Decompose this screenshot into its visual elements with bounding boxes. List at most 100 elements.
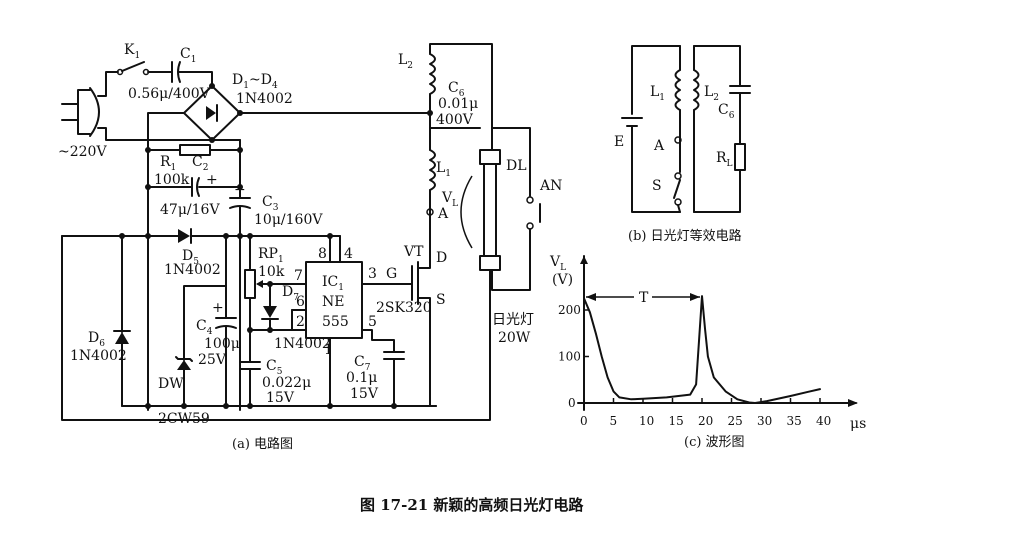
l2-inductor xyxy=(429,53,436,95)
lamp-label1: 日光灯 xyxy=(492,312,534,328)
wire-c4-dw xyxy=(183,235,227,361)
dl-label: DL xyxy=(506,158,527,174)
node-r1-right xyxy=(237,147,243,153)
eq-s-contact-top xyxy=(674,172,682,180)
mains-label: ~220V xyxy=(58,144,107,160)
dc-negative-rail xyxy=(147,112,185,411)
mosfet-drain xyxy=(417,227,431,269)
an-contact-top xyxy=(526,196,534,204)
chart-ylabel: VL xyxy=(549,254,566,273)
battery-label: E xyxy=(614,134,624,150)
eq-wire-bottom-left xyxy=(631,125,681,213)
c4-value1: 100μ xyxy=(204,336,240,352)
node-c2-right xyxy=(237,184,243,190)
c5-value2: 15V xyxy=(266,390,295,406)
vt-label: VT xyxy=(403,244,424,260)
eq-wire-right-top xyxy=(693,45,741,87)
d7-label: D7 xyxy=(282,284,299,303)
y-tick-label: 100 xyxy=(558,350,581,364)
node-d5-rail xyxy=(145,233,151,239)
eq-wire-top-left xyxy=(631,45,681,115)
d5-label: D5 xyxy=(182,248,199,267)
ic1-ne555 xyxy=(305,261,363,339)
c2-plate-right xyxy=(196,177,200,197)
pin6-label: 6 xyxy=(296,294,305,310)
eq-l1-inductor xyxy=(674,69,681,111)
rp1-resistor xyxy=(244,269,256,299)
c4-plus: + xyxy=(212,300,224,316)
node-d7-bottom xyxy=(267,327,273,333)
c3-value: 10μ/160V xyxy=(254,212,323,228)
eq-node-a xyxy=(674,136,682,144)
eq-wire-bottom-right xyxy=(693,169,741,213)
x-tick-label: 15 xyxy=(669,414,684,428)
pin4-label: 4 xyxy=(344,246,353,262)
vl-arc xyxy=(460,175,473,249)
d5-part: 1N4002 xyxy=(164,262,221,278)
an-label: AN xyxy=(539,178,562,194)
c1-label: C1 xyxy=(180,46,196,65)
chart-xunit: μs xyxy=(850,416,866,432)
r1-value: 100k xyxy=(154,172,190,188)
y-axis-arrow-icon xyxy=(580,256,588,264)
y-tick-label: 0 xyxy=(568,396,576,410)
d7-diode-icon xyxy=(263,306,277,318)
d7-part: 1N4002 xyxy=(274,336,331,352)
pin3-label: 3 xyxy=(368,266,377,282)
wire-c1-bridge xyxy=(178,71,213,87)
eq-c6-label: C6 xyxy=(718,102,735,121)
node-pin8 xyxy=(327,233,333,239)
wire-pin5 xyxy=(361,329,395,353)
eq-s-switch xyxy=(673,179,681,199)
x-tick-label: 35 xyxy=(787,414,802,428)
rp1-wiper-arrow-icon xyxy=(256,280,263,288)
ic1-line2: NE xyxy=(322,294,344,310)
bridge-label: D1~D4 xyxy=(232,72,278,91)
ic1-line1: IC1 xyxy=(322,274,344,293)
period-arrowhead-right-icon xyxy=(690,293,700,301)
node-c3-d5 xyxy=(237,233,243,239)
period-label: T xyxy=(639,290,649,306)
eq-rl-resistor xyxy=(734,143,746,171)
k1-contact-left xyxy=(116,68,124,76)
lamp-label2: 20W xyxy=(498,330,531,346)
bridge-diode-icon xyxy=(206,106,216,120)
wire-l2-lamp xyxy=(429,43,493,151)
pin5-label: 5 xyxy=(368,314,377,330)
mains-plug-body xyxy=(89,87,100,137)
d6-diode-icon xyxy=(115,332,129,344)
c5-value1: 0.022μ xyxy=(262,375,311,391)
l2-label: L2 xyxy=(398,52,413,71)
x-tick-label: 5 xyxy=(610,414,618,428)
d5-diode-icon xyxy=(178,229,190,243)
node-a xyxy=(426,208,434,216)
c2-value: 47μ/16V xyxy=(160,202,220,218)
c2-plus: + xyxy=(206,172,218,188)
pin7-label: 7 xyxy=(294,268,303,284)
d6-label: D6 xyxy=(88,330,105,349)
node-a-label: A xyxy=(437,206,449,222)
x-axis-arrow-icon xyxy=(848,399,858,407)
c2-label: C2 xyxy=(192,154,208,173)
r1-label: R1 xyxy=(160,154,176,173)
c6-value1: 0.01μ xyxy=(438,96,478,112)
x-tick-label: 25 xyxy=(728,414,743,428)
x-tick-label: 30 xyxy=(757,414,772,428)
period-arrowhead-left-icon xyxy=(586,293,596,301)
c7-value2: 15V xyxy=(350,386,379,402)
c7-value1: 0.1μ xyxy=(346,370,377,386)
l1-inductor xyxy=(429,149,436,191)
outer-return-wire xyxy=(61,235,491,421)
d6-part: 1N4002 xyxy=(70,348,127,364)
panel-c-caption: (c) 波形图 xyxy=(684,435,745,450)
x-tick-label: 20 xyxy=(698,414,713,428)
rp1-label: RP1 xyxy=(258,246,284,265)
panel-b-caption: (b) 日光灯等效电路 xyxy=(628,228,742,244)
dw-zener-icon xyxy=(177,360,191,370)
drain-label: D xyxy=(436,250,447,266)
rp1-value: 10k xyxy=(258,264,285,280)
c5-label: C5 xyxy=(266,358,283,377)
c6-label: C6 xyxy=(448,80,465,99)
gate-label: G xyxy=(386,266,397,282)
